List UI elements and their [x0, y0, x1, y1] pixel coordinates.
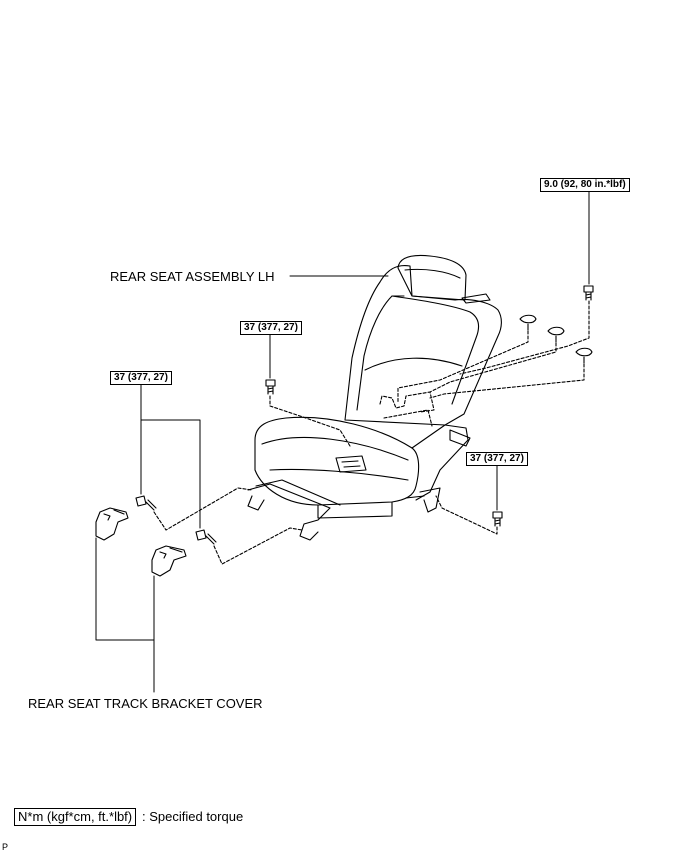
- clip-1: [519, 314, 537, 331]
- corner-code: P: [2, 842, 9, 852]
- torque-top-right: 9.0 (92, 80 in.*lbf): [540, 178, 630, 192]
- bolt-left-upper: [135, 487, 253, 531]
- bracket-cover-label: REAR SEAT TRACK BRACKET COVER: [28, 696, 263, 711]
- legend-unit-box: N*m (kgf*cm, ft.*lbf): [14, 808, 137, 826]
- torque-left: 37 (377, 27): [110, 371, 172, 385]
- clip-2: [547, 326, 565, 343]
- seatback-clips: [397, 285, 594, 403]
- bolt-left-lower: [195, 527, 303, 565]
- rear-seat-assembly-drawing: [247, 254, 502, 541]
- bracket-cover-1: [95, 507, 129, 541]
- bracket-cover-2: [151, 545, 187, 577]
- legend-description: : Specified torque: [142, 809, 244, 824]
- bolt-top-right: [583, 285, 594, 301]
- bolt-center: [265, 379, 351, 447]
- rear-seat-assembly-label: REAR SEAT ASSEMBLY LH: [110, 269, 275, 284]
- clip-3: [575, 347, 593, 364]
- leader-lines: [95, 191, 590, 693]
- bolt-right: [435, 495, 503, 535]
- torque-right: 37 (377, 27): [466, 452, 528, 466]
- torque-center: 37 (377, 27): [240, 321, 302, 335]
